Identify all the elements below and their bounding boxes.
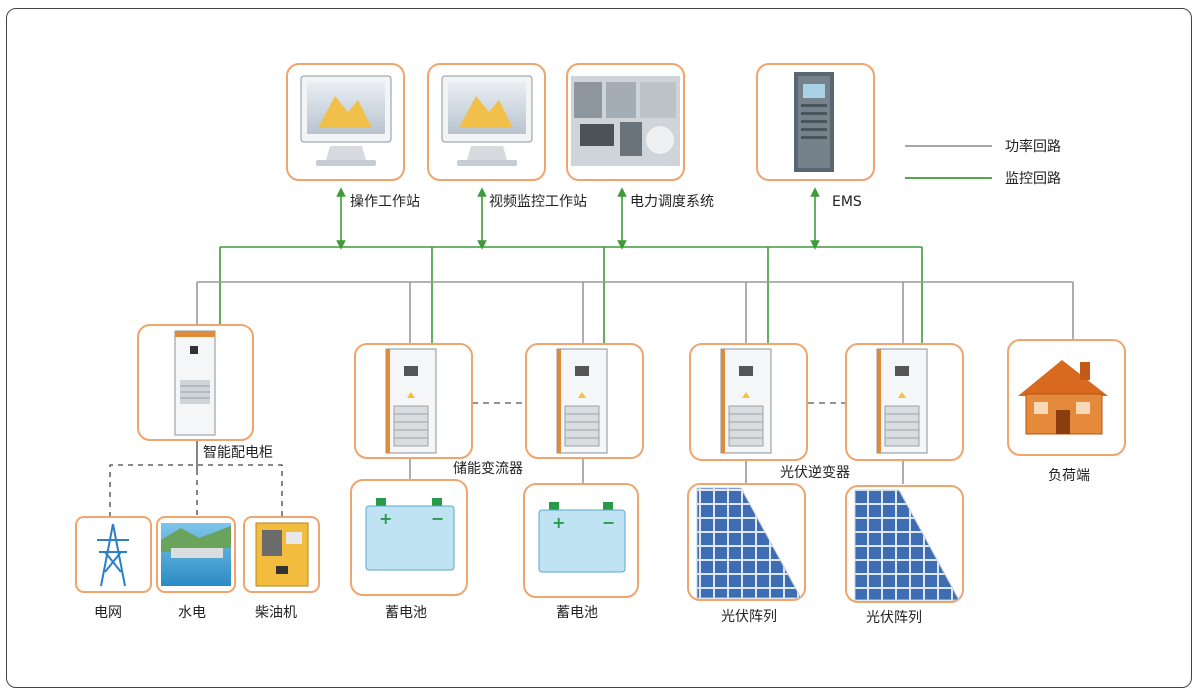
pv-inverter-1	[689, 343, 808, 461]
monitor-bus	[219, 187, 923, 344]
load-label: 负荷端	[1048, 468, 1090, 484]
legend: 功率回路 监控回路	[905, 138, 1061, 187]
grid-label: 电网	[94, 605, 122, 621]
svg-text:+: +	[379, 509, 392, 528]
legend-monitor-label: 监控回路	[1005, 171, 1061, 187]
pv-inverter-2	[845, 343, 964, 461]
battery-1: + −	[350, 479, 468, 596]
svg-text:−: −	[602, 513, 615, 532]
pv-array-2	[845, 485, 964, 603]
pv-array-1-label: 光伏阵列	[721, 609, 777, 625]
svg-text:+: +	[552, 513, 565, 532]
battery-2-label: 蓄电池	[556, 605, 598, 621]
pcs-unit-2	[525, 343, 644, 459]
cabinet-links	[109, 440, 283, 517]
ems-cabinet	[756, 63, 875, 181]
grid-tower	[75, 516, 152, 593]
operator-workstation	[286, 63, 405, 181]
diesel-generator	[243, 516, 320, 593]
load-house	[1007, 339, 1126, 456]
pv-array-2-label: 光伏阵列	[866, 610, 922, 626]
video-workstation-label: 视频监控工作站	[489, 194, 587, 210]
pcs-label: 储能变流器	[453, 461, 523, 477]
smart-distribution-cabinet	[137, 324, 254, 441]
video-workstation	[427, 63, 546, 181]
ems-label: EMS	[832, 194, 862, 210]
diesel-label: 柴油机	[255, 605, 297, 621]
dispatch-system-label: 电力调度系统	[630, 194, 714, 210]
operator-workstation-label: 操作工作站	[350, 194, 420, 210]
battery-1-label: 蓄电池	[385, 605, 427, 621]
dispatch-system	[566, 63, 685, 181]
pv-array-1	[687, 483, 806, 601]
smart-cabinet-label: 智能配电柜	[203, 445, 273, 461]
pcs-unit-1	[354, 343, 473, 459]
hydro-label: 水电	[178, 605, 206, 621]
battery-2: + −	[523, 483, 639, 598]
hydro-plant	[156, 516, 236, 593]
power-bus	[196, 281, 1074, 484]
diagram-frame	[6, 8, 1192, 688]
pv-inverter-label: 光伏逆变器	[780, 465, 850, 481]
svg-text:−: −	[431, 509, 444, 528]
legend-power-label: 功率回路	[1005, 138, 1061, 155]
